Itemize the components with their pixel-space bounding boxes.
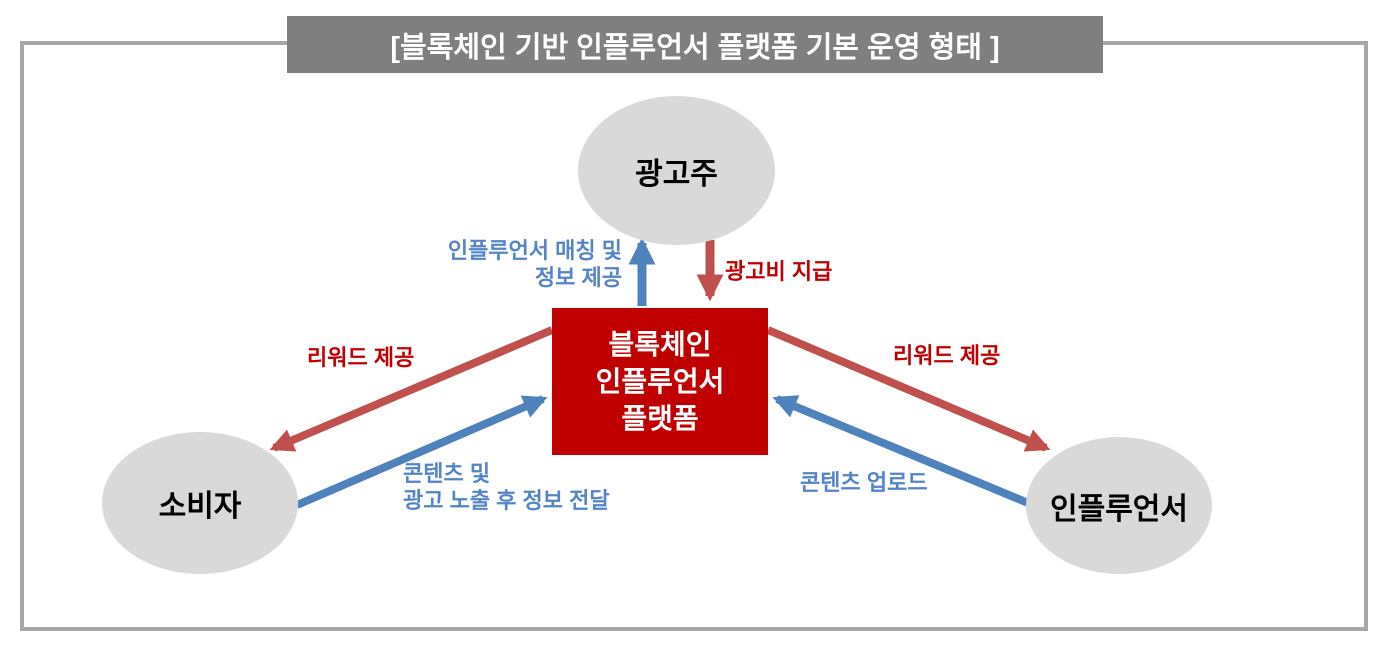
edge-label-content-info: 콘텐츠 및 광고 노출 후 정보 전달 bbox=[403, 461, 610, 513]
diagram-title: [블록체인 기반 인플루언서 플랫폼 기본 운영 형태 ] bbox=[287, 16, 1103, 73]
arrow-platform-to-influencer bbox=[766, 326, 1051, 452]
edge-label-ad-fee: 광고비 지급 bbox=[725, 259, 833, 284]
edge-label-reward-influencer: 리워드 제공 bbox=[893, 343, 1001, 368]
arrow-platform-to-consumer bbox=[269, 326, 554, 452]
node-consumer-label: 소비자 bbox=[158, 490, 242, 523]
node-advertiser: 광고주 bbox=[578, 96, 775, 245]
node-advertiser-label: 광고주 bbox=[635, 157, 718, 191]
node-platform: 블록체인 인플루언서 플랫폼 bbox=[552, 308, 768, 455]
edge-label-content-upload: 콘텐츠 업로드 bbox=[800, 470, 928, 495]
node-influencer-label: 인플루언서 bbox=[1050, 492, 1188, 526]
arrow-influencer-to-platform bbox=[772, 395, 1035, 509]
node-influencer: 인플루언서 bbox=[1026, 437, 1212, 574]
edge-label-matching: 인플루언서 매칭 및 정보 제공 bbox=[447, 238, 622, 290]
arrow-consumer-to-platform bbox=[295, 395, 548, 509]
edge-label-reward-consumer: 리워드 제공 bbox=[307, 345, 415, 370]
node-consumer: 소비자 bbox=[102, 432, 298, 574]
node-platform-label: 블록체인 인플루언서 플랫폼 bbox=[595, 329, 725, 434]
